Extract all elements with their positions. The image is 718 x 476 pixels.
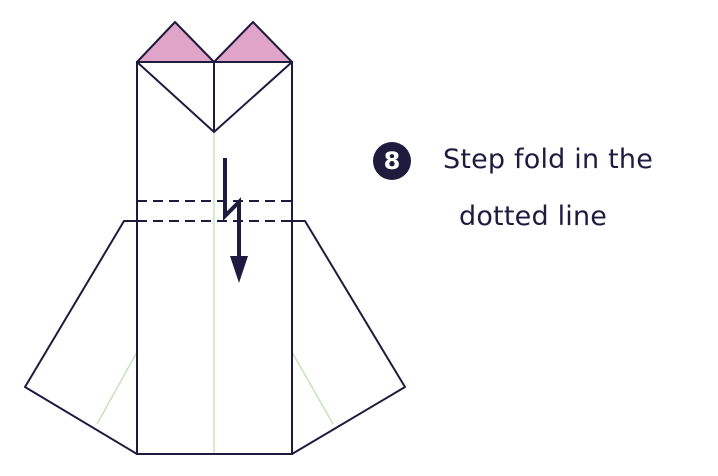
crease-lines [96, 132, 334, 454]
left-flap-crease [96, 351, 138, 425]
instruction-line-2: dotted line [459, 201, 608, 232]
right-flap [291, 220, 406, 455]
right-pink-flap [213, 21, 293, 63]
left-flap [24, 220, 138, 455]
step-number-badge: 8 [373, 142, 411, 180]
right-flap-crease [291, 351, 334, 425]
left-pink-flap [136, 21, 215, 63]
down-arrow-icon [223, 158, 248, 283]
instruction-line-1: Step fold in the [443, 144, 654, 175]
collar-v [136, 61, 293, 133]
